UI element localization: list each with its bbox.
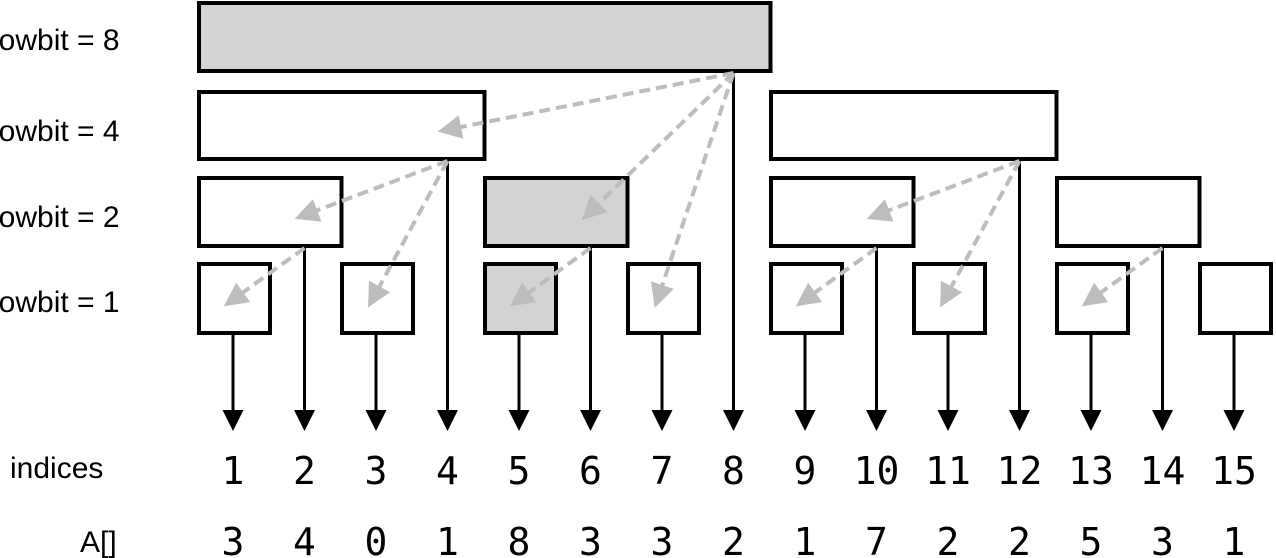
dashed-arrow-12-to-11 [940,160,1022,308]
down-arrows [222,71,1245,431]
index-label: 12 [997,449,1043,493]
tree-node-3 [340,262,415,335]
tree-nodes [197,1,1273,335]
array-value: 3 [651,520,674,558]
array-value: 3 [579,520,602,558]
dashed-arrow-4-to-3 [368,160,450,308]
array-value: 5 [1080,520,1103,558]
index-label: 10 [854,449,900,493]
dashed-arrow-4-to-2 [294,159,449,222]
tree-node-4 [197,90,487,161]
row-label-lowbit-4: lowbit = 4 [0,115,120,148]
array-value: 2 [722,520,745,558]
array-value: 7 [865,520,888,558]
array-value: 8 [508,520,531,558]
index-label: 5 [508,449,531,493]
index-label: 8 [722,449,745,493]
index-label: 15 [1211,449,1257,493]
array-value: 2 [937,520,960,558]
dashed-arrows [223,71,1164,308]
index-label: 2 [293,449,316,493]
tree-node-15 [1198,262,1273,335]
index-label: 14 [1140,449,1186,493]
row-label-lowbit-2: lowbit = 2 [0,201,120,234]
array-value: 1 [1223,520,1246,558]
tree-node-8 [197,1,773,73]
index-label: 1 [222,449,245,493]
index-label: 6 [579,449,602,493]
array-value: 1 [436,520,459,558]
dashed-arrow-12-to-10 [866,159,1021,222]
index-label: 4 [436,449,459,493]
array-value: 3 [1151,520,1174,558]
index-label: 9 [794,449,817,493]
tree-node-7 [626,262,701,335]
dashed-arrow-8-to-7 [650,72,736,308]
index-label: 7 [651,449,674,493]
tree-node-12 [769,90,1059,161]
row-label-lowbit-1: lowbit = 1 [0,286,120,319]
tree-node-2 [197,176,344,248]
index-label: 13 [1068,449,1114,493]
array-value: 3 [222,520,245,558]
dashed-arrow-8-to-6 [581,71,735,221]
dashed-arrow-8-to-4 [437,71,734,139]
row-label-lowbit-8: lowbit = 8 [0,24,120,57]
index-label: 11 [925,449,971,493]
index-label: 3 [365,449,388,493]
tree-node-11 [912,262,987,335]
array-label: A[] [80,526,117,558]
array-value: 2 [1008,520,1031,558]
indices-label: indices [10,452,103,485]
tree-node-6 [483,176,630,248]
tree-node-10 [769,176,916,248]
array-value: 0 [365,520,388,558]
array-value: 4 [293,520,316,558]
tree-node-14 [1055,176,1202,248]
array-value: 1 [794,520,817,558]
